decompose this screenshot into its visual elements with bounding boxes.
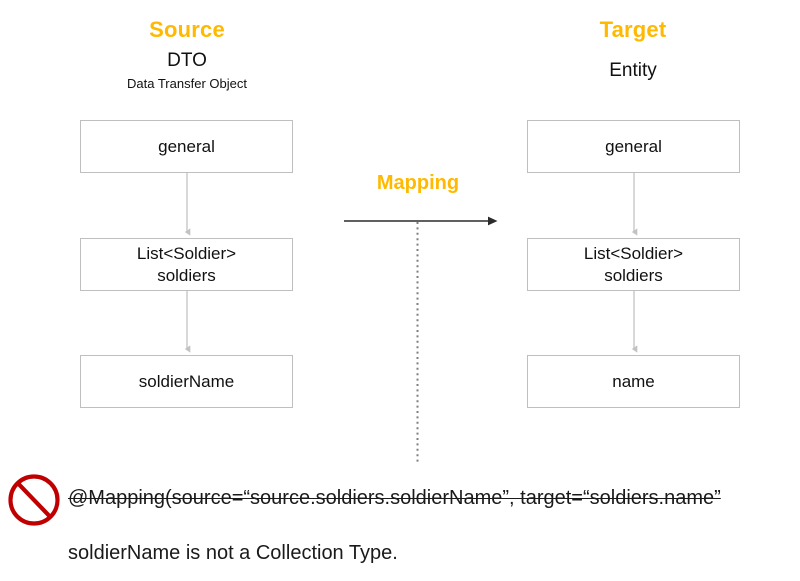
target-node-general[interactable]: general	[527, 120, 740, 173]
target-node-soldiers[interactable]: List<Soldier> soldiers	[527, 238, 740, 291]
source-column-subtitle: DTO	[167, 50, 207, 71]
target-column-subtitle: Entity	[609, 60, 657, 81]
no-entry-icon	[8, 474, 60, 526]
source-column-subtitle-detail: Data Transfer Object	[127, 76, 247, 91]
target-column-title: Target	[599, 17, 667, 42]
source-node-soldiers[interactable]: List<Soldier> soldiers	[80, 238, 293, 291]
mapping-label: Mapping	[376, 172, 460, 194]
source-node-soldiername[interactable]: soldierName	[80, 355, 293, 408]
source-node-general[interactable]: general	[80, 120, 293, 173]
annotation-code-line: @Mapping(source=“source.soldiers.soldier…	[68, 487, 721, 509]
target-node-name[interactable]: name	[527, 355, 740, 408]
source-column-title: Source	[149, 17, 225, 42]
annotation-reason: soldierName is not a Collection Type.	[68, 542, 398, 564]
